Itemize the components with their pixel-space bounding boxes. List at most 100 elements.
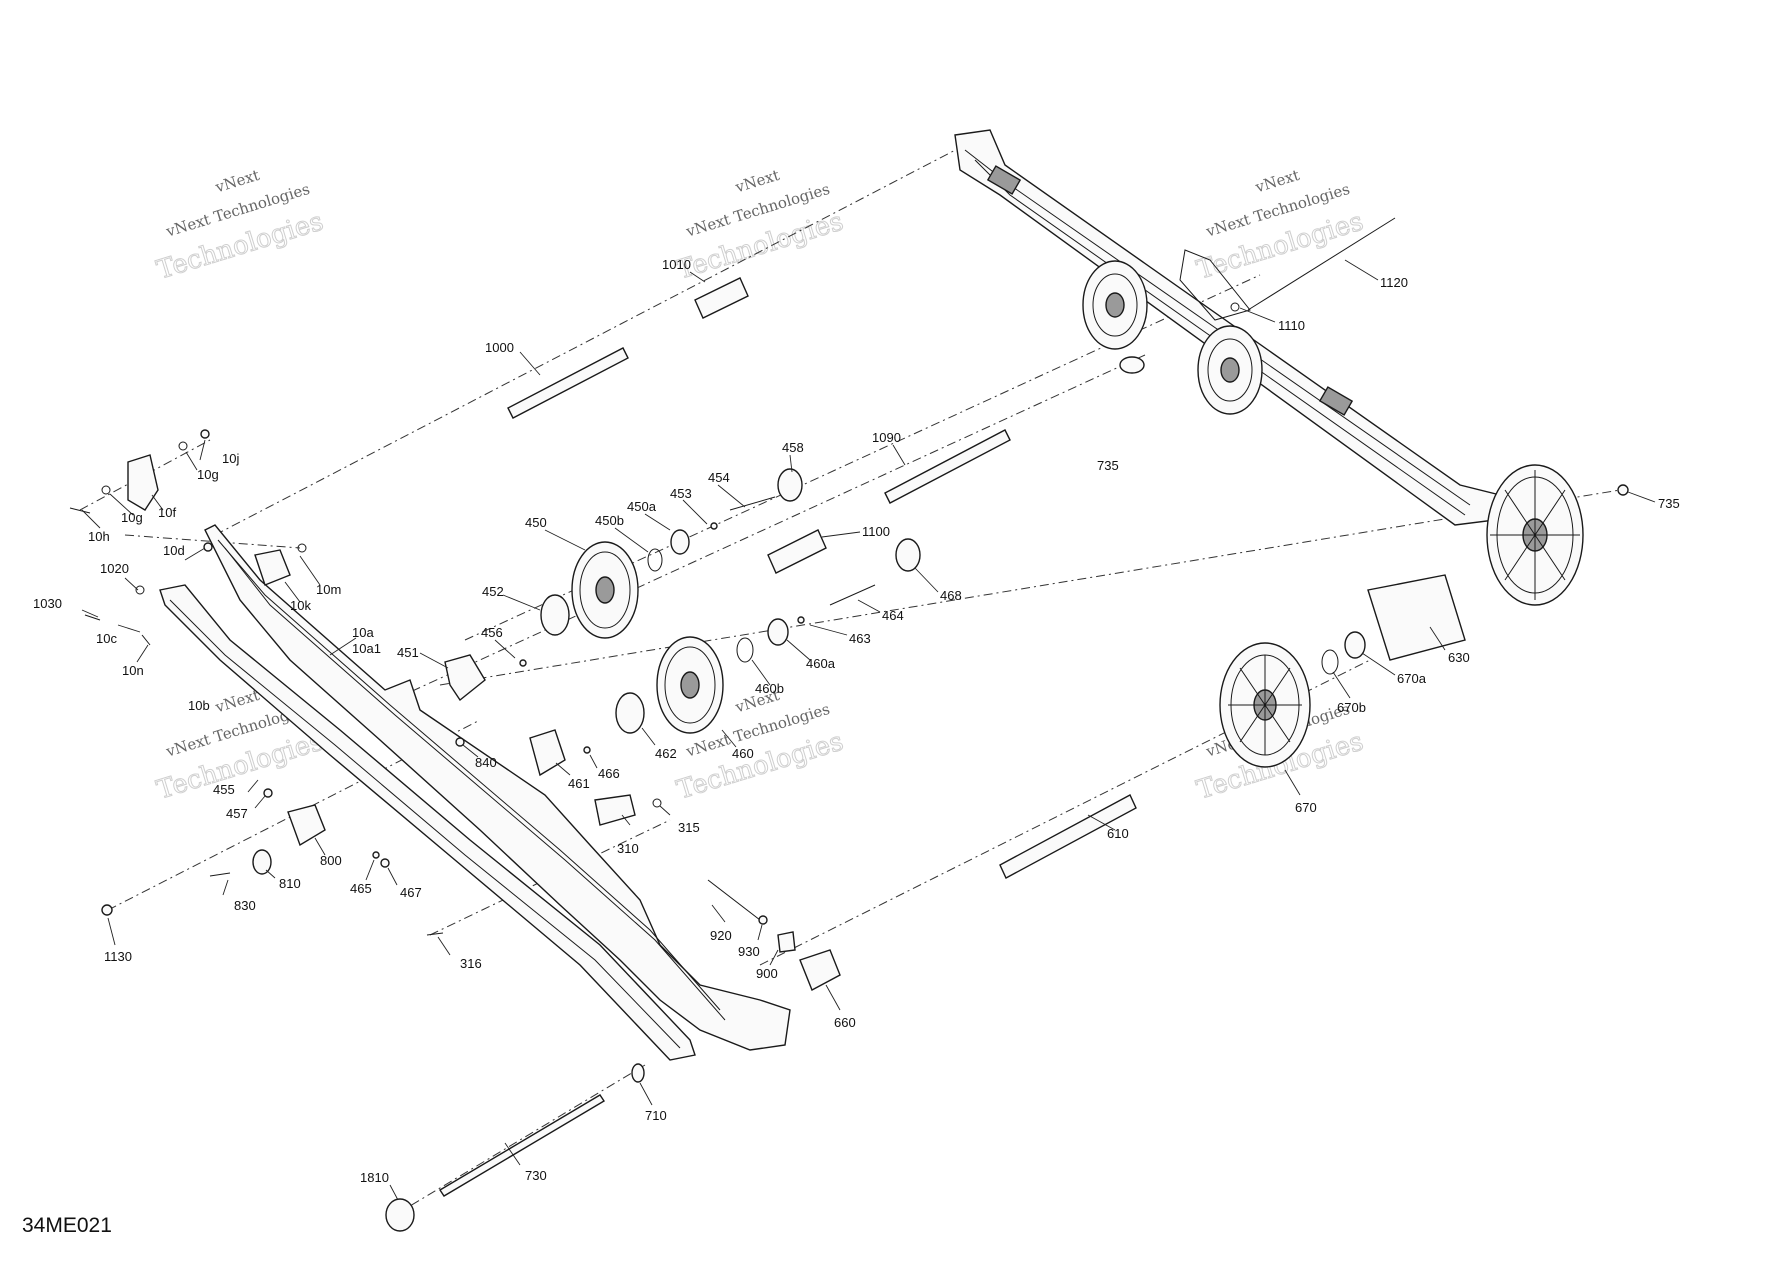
center-lines	[79, 144, 1621, 1216]
watermark-text: vNext	[212, 166, 261, 197]
nut-457	[263, 788, 273, 798]
part-label: 730	[525, 1168, 547, 1183]
part-label: 800	[320, 853, 342, 868]
hub-660	[799, 949, 841, 991]
part-label: 10d	[163, 543, 185, 558]
washer-710	[631, 1063, 645, 1083]
part-label: 1110	[1278, 318, 1305, 333]
part-label: 460b	[755, 681, 784, 696]
cap-1810	[385, 1198, 415, 1232]
bushing-810	[252, 849, 272, 875]
bracket-800	[287, 804, 326, 847]
slider-10f	[127, 454, 159, 511]
bushing-630	[1367, 574, 1466, 661]
part-label: 10a1	[352, 641, 381, 656]
rear-wheel-lower	[1197, 325, 1263, 415]
rear-wheel-upper	[1082, 260, 1148, 350]
part-label: 10h	[88, 529, 110, 544]
nut-1130	[101, 904, 113, 916]
part-label: 710	[645, 1108, 667, 1123]
part-label: 1030	[33, 596, 62, 611]
part-label: 457	[226, 806, 248, 821]
bolt-730	[439, 1094, 605, 1197]
bracket-10k	[254, 549, 291, 586]
part-label: 460	[732, 746, 754, 761]
part-label: 810	[279, 876, 301, 891]
clip-900	[777, 931, 796, 953]
part-label: 450b	[595, 513, 624, 528]
washer-10m	[297, 543, 307, 553]
bracket-451	[444, 654, 486, 702]
part-label: 10f	[158, 505, 176, 520]
bolt-920	[707, 879, 761, 921]
rear-rail-assembly	[954, 129, 1584, 606]
part-label: 830	[234, 898, 256, 913]
nut-467	[380, 858, 390, 868]
tube-1010	[694, 277, 749, 319]
washer-315	[652, 798, 662, 808]
part-label: 1000	[485, 340, 514, 355]
bolt-1120	[1247, 217, 1396, 311]
part-label: 10m	[316, 582, 341, 597]
block-310	[594, 794, 636, 826]
nut-735	[1617, 484, 1629, 496]
part-label: 454	[708, 470, 730, 485]
bolt-456	[519, 659, 527, 667]
part-label: 462	[655, 746, 677, 761]
part-label: 670b	[1337, 700, 1366, 715]
part-label: 10n	[122, 663, 144, 678]
part-label: 464	[882, 608, 904, 623]
washer-462	[615, 692, 645, 734]
ring-463	[797, 616, 805, 624]
part-label: 660	[834, 1015, 856, 1030]
part-label: 466	[598, 766, 620, 781]
part-label: 467	[400, 885, 422, 900]
part-label: 1810	[360, 1170, 389, 1185]
part-label: 458	[782, 440, 804, 455]
part-label: 670	[1295, 800, 1317, 815]
shaft-1090	[884, 429, 1011, 504]
nut-466	[583, 746, 591, 754]
part-label: 310	[617, 841, 639, 856]
part-label: 1020	[100, 561, 129, 576]
bearing-460a	[767, 618, 789, 646]
wheel-460	[656, 636, 724, 734]
part-label: 1010	[662, 257, 691, 272]
part-label: 930	[738, 944, 760, 959]
ring-460b	[736, 637, 754, 663]
part-label: 10b	[188, 698, 210, 713]
part-label: 900	[756, 966, 778, 981]
bolt-464	[829, 584, 876, 606]
diagram-code: 34ME021	[22, 1214, 112, 1237]
part-label: 451	[397, 645, 419, 660]
part-label: 453	[670, 486, 692, 501]
part-label: 455	[213, 782, 235, 797]
part-label: 461	[568, 776, 590, 791]
part-label: 468	[940, 588, 962, 603]
part-label: 465	[350, 881, 372, 896]
nut-10d	[203, 542, 213, 552]
washer-458	[777, 468, 803, 502]
ring-453	[710, 522, 718, 530]
washer-10g	[178, 441, 188, 451]
wheels	[385, 468, 1366, 1232]
part-label: 10g	[197, 467, 219, 482]
leader-lines	[81, 259, 1656, 1201]
bearing-670a	[1344, 631, 1366, 659]
bolt-stubs	[69, 507, 444, 936]
washer-10g	[101, 485, 111, 495]
part-label: 10c	[96, 631, 117, 646]
watermark-text: vNext	[212, 686, 261, 717]
part-label: 840	[475, 755, 497, 770]
part-label: 10a	[352, 625, 374, 640]
part-label: 456	[481, 625, 503, 640]
part-label: 735	[1097, 458, 1119, 473]
part-label: 630	[1448, 650, 1470, 665]
part-label: 735	[1658, 496, 1680, 511]
bolt-454	[729, 496, 776, 511]
watermark-text: vNext	[732, 166, 781, 197]
spacer-tube	[1119, 356, 1145, 374]
part-label: 450	[525, 515, 547, 530]
rear-idler-wheel	[1486, 464, 1584, 606]
washer-468	[895, 538, 921, 572]
